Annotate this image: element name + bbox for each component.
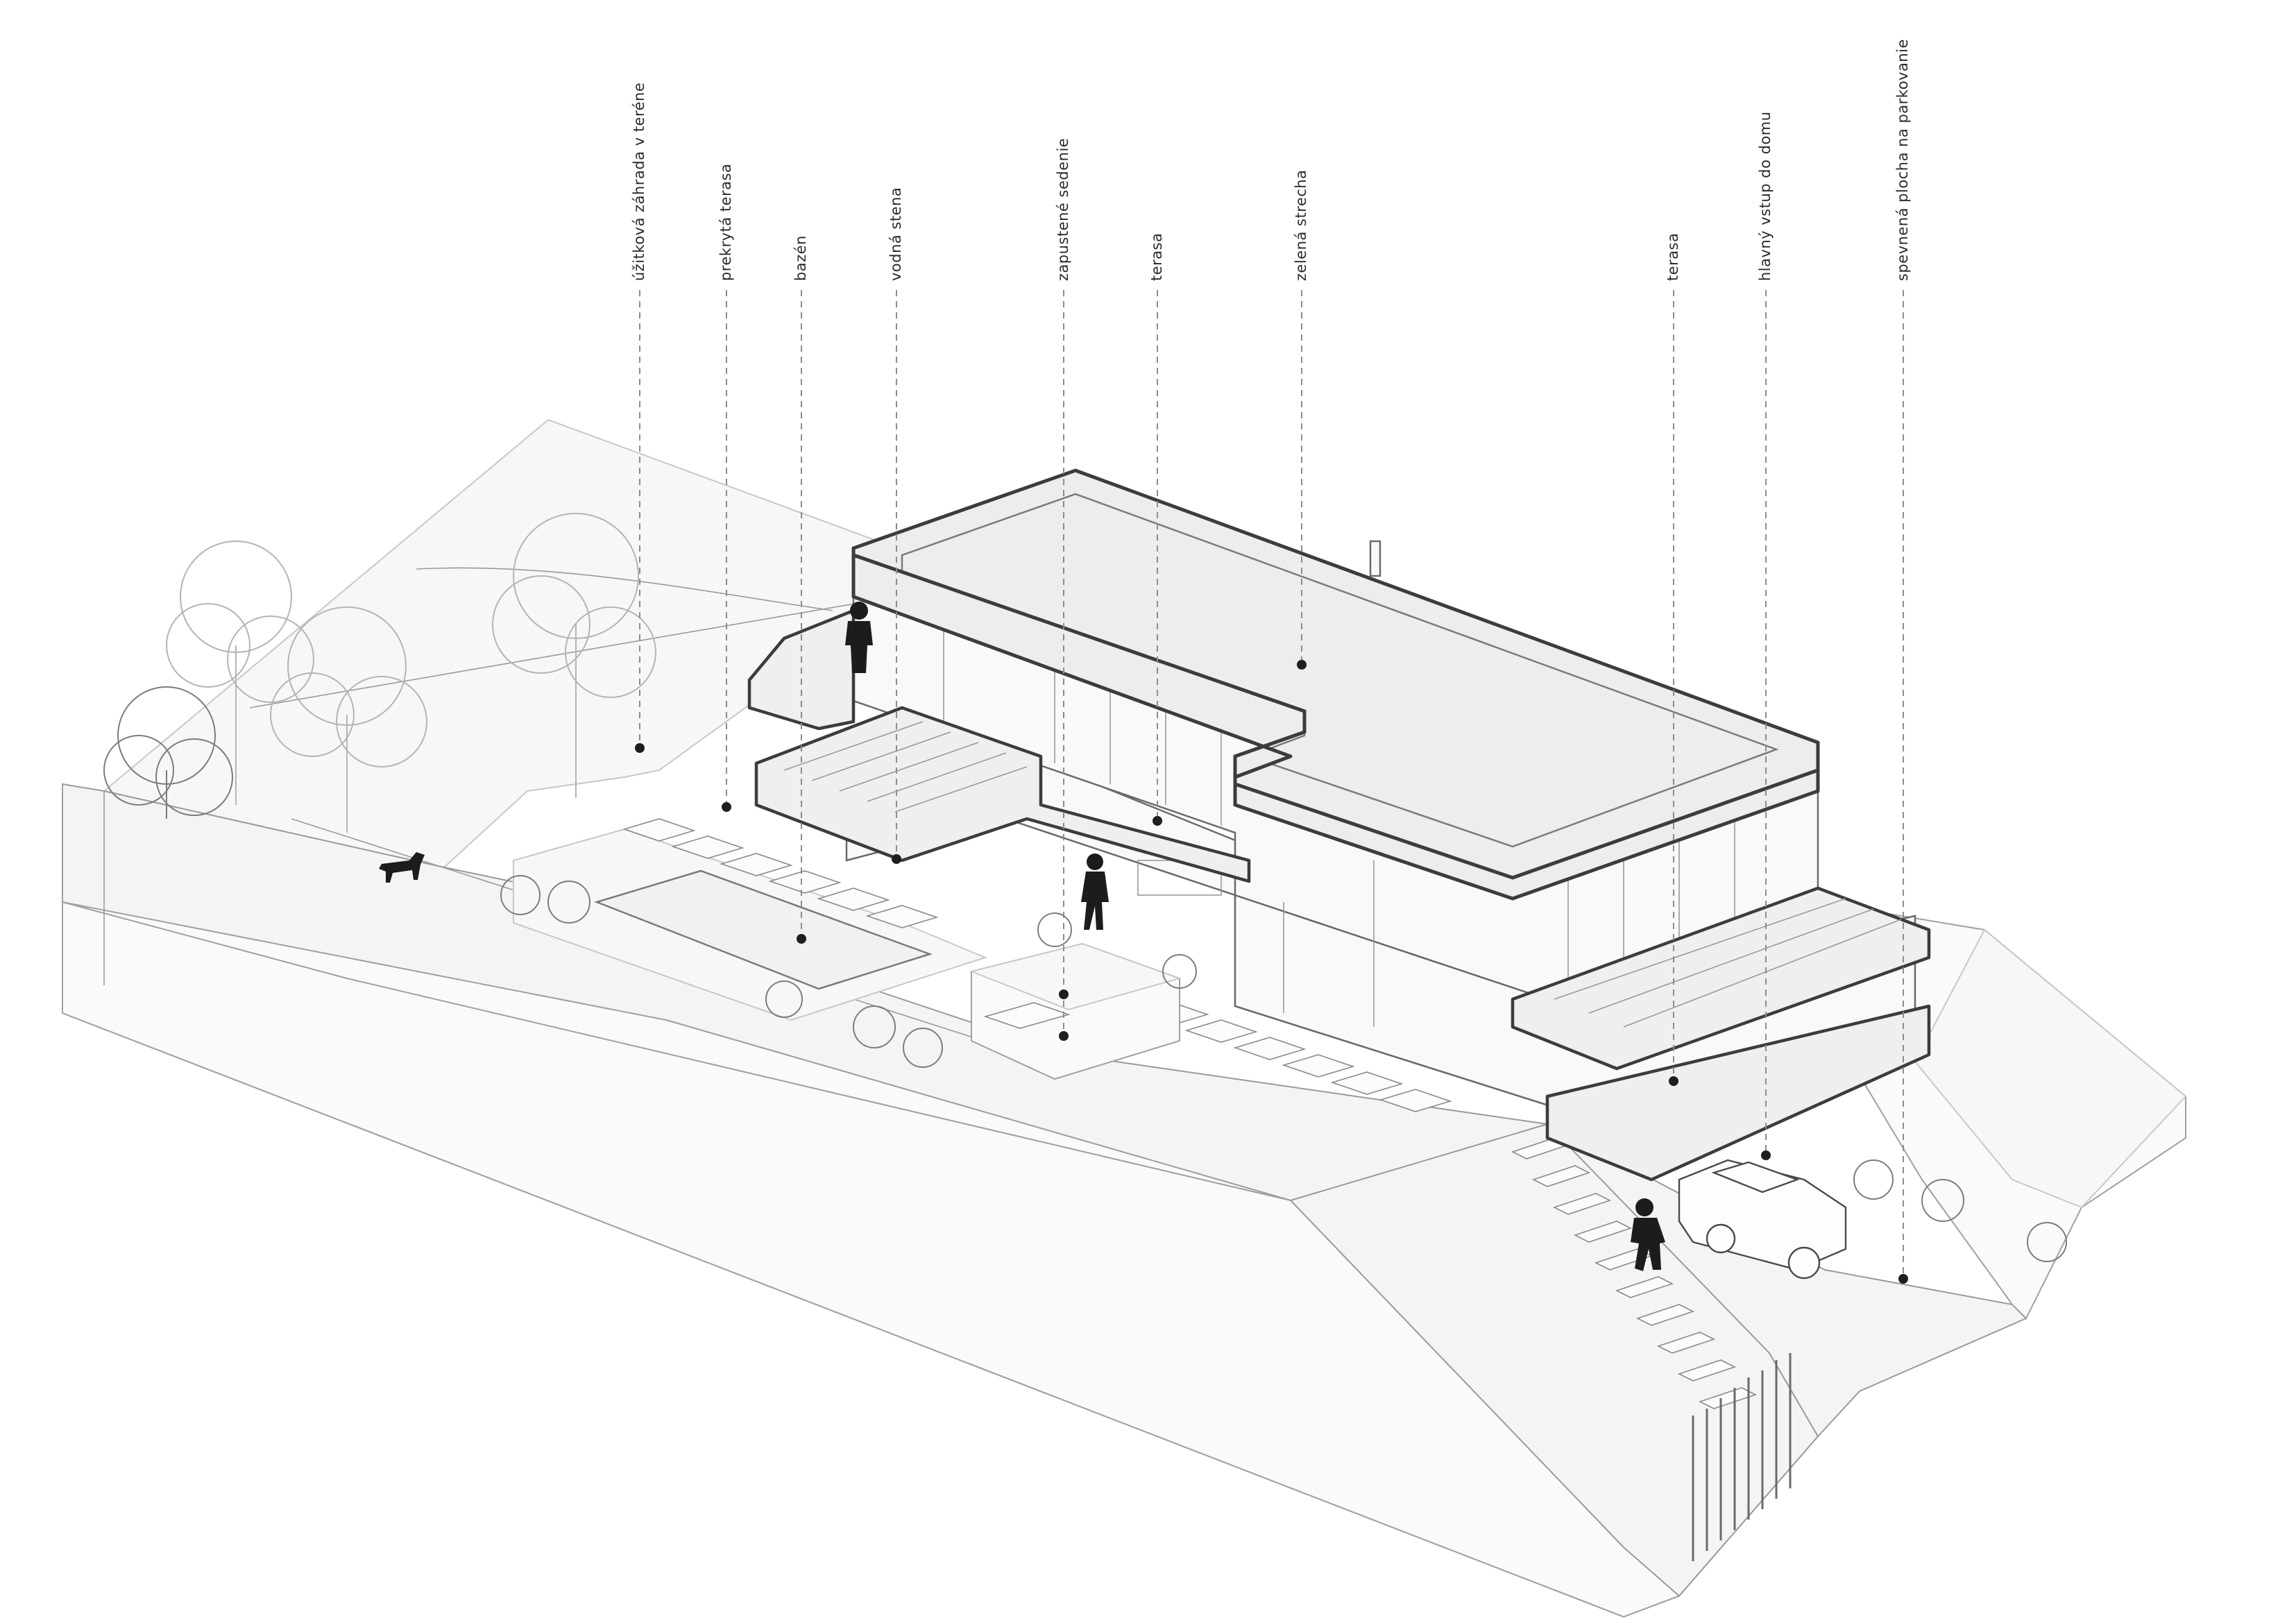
leader-dot <box>635 743 645 753</box>
terrain <box>62 418 2187 1618</box>
roof-front-edge <box>851 553 1820 901</box>
leader-dot <box>1669 1076 1678 1086</box>
slope-contour-2 <box>416 567 833 611</box>
fire-table <box>983 1002 1071 1029</box>
tree-icon <box>166 541 314 805</box>
label-terasa-lower: terasa <box>1665 233 1681 281</box>
outdoor-stairs <box>1511 1137 1758 1409</box>
person-silhouette-icon <box>845 602 873 673</box>
leader-dot <box>1898 1274 1908 1284</box>
house <box>747 468 1931 1182</box>
label-bazen: bazén <box>792 235 809 281</box>
leader-dot <box>1297 660 1307 670</box>
leader-dot <box>1059 1031 1069 1041</box>
car-outline-icon <box>1678 1159 1847 1280</box>
label-zapustene-sedenie: zapustené sedenie <box>1055 138 1071 281</box>
label-spevnena-plocha: spevnená plocha na parkovanie <box>1894 39 1911 281</box>
front-fence <box>1692 1353 1792 1561</box>
right-pergola-terrace <box>1511 886 1931 1071</box>
label-hlavny-vstup: hlavný vstup do domu <box>1757 111 1774 281</box>
leader-dot <box>1761 1150 1771 1160</box>
covered-terrace-pergola <box>754 706 1251 883</box>
slope-contour-1 <box>249 596 896 708</box>
annotations: úžitková záhrada v teréne prekrytá teras… <box>631 39 1911 1284</box>
person-silhouette-icon <box>1631 1198 1665 1271</box>
tree-icon <box>270 606 427 833</box>
leader-dot <box>1153 816 1162 826</box>
label-zelena-strecha: zelená strecha <box>1293 169 1309 281</box>
leader-dot <box>1059 989 1069 999</box>
label-uzitkova-zahrada: úžitková záhrada v teréne <box>631 83 647 281</box>
label-prekryta-terasa: prekrytá terasa <box>717 164 734 281</box>
lower-floor-slab <box>1545 1004 1931 1182</box>
person-silhouette-icon <box>1081 853 1109 930</box>
pergola-slats <box>783 721 1028 813</box>
pool <box>594 869 933 990</box>
dog-silhouette-icon <box>379 852 425 883</box>
label-terasa-upper: terasa <box>1148 233 1165 281</box>
pool-area <box>513 818 1452 1112</box>
tree-icon <box>103 686 233 819</box>
leader-dot <box>722 802 731 812</box>
chimney <box>1369 540 1381 577</box>
shrubs <box>500 875 2067 1262</box>
garden-trees <box>103 513 656 833</box>
leader-dot <box>797 934 806 944</box>
tree-icon <box>492 513 656 798</box>
stepping-stones <box>622 818 1452 1112</box>
label-vodna-stena: vodná stena <box>887 187 904 281</box>
leader-dot <box>892 854 901 864</box>
right-pergola-slats <box>1554 898 1902 1028</box>
entourage <box>379 602 2067 1561</box>
sunken-seating-top <box>969 942 1182 1011</box>
